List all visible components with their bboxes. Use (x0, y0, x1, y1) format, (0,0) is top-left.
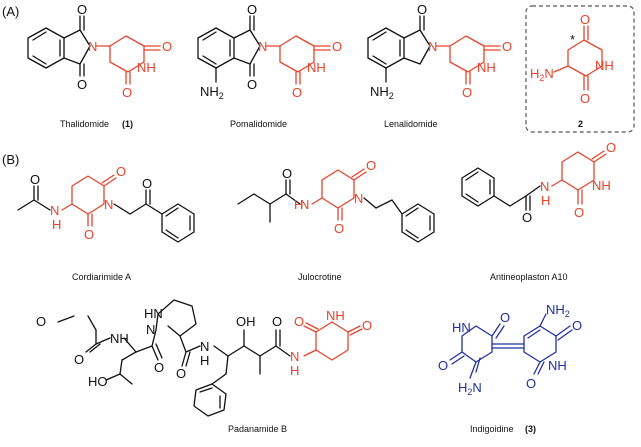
padanamide-structure (57, 299, 363, 417)
pad-o-red-left: O (294, 314, 304, 329)
indi-hn-left: HN (452, 320, 471, 335)
indi-o-top-left: O (500, 310, 510, 325)
julo-n-amide: N (300, 197, 309, 212)
label-pomalidomide: Pomalidomide (230, 119, 287, 129)
core-nh: NH (595, 58, 614, 73)
thal-o-low: O (122, 85, 132, 100)
lena-o-low: O (462, 85, 472, 100)
anti-o-bottom: O (574, 205, 584, 220)
lena-o-top: O (417, 2, 427, 17)
cord-n-amide: N (50, 203, 59, 218)
pad-oh: OH (236, 314, 256, 329)
lena-n: N (428, 39, 437, 54)
core-structure (553, 25, 603, 91)
julo-o-bottom: O (334, 221, 344, 236)
label-antineoplaston: Antineoplaston A10 (490, 272, 568, 282)
thal-n: N (88, 39, 97, 54)
cordiarimide-structure (17, 174, 195, 243)
julo-n-ring: N (354, 191, 363, 206)
cord-o-acetyl: O (30, 172, 40, 187)
thalidomide-structure (27, 15, 161, 85)
pad-n-red: N (290, 349, 299, 364)
antineoplaston-structure (461, 150, 607, 211)
poma-o-top: O (247, 2, 257, 17)
core-o-bottom: O (580, 91, 590, 106)
julo-o-top: O (366, 158, 376, 173)
indigoidine-structure (449, 313, 573, 379)
anti-n-amide: N (540, 179, 549, 194)
label-core-number: 2 (578, 119, 583, 129)
thal-o-right: O (162, 39, 172, 54)
core-h2n: H2N (530, 66, 554, 83)
poma-o-bottom: O (247, 77, 257, 92)
pad-o-acetyl: O (74, 352, 84, 367)
core-o-top: O (580, 12, 590, 27)
pad-h-amide: H (200, 353, 209, 368)
anti-nh: NH (592, 178, 611, 193)
label-cordiarimide: Cordiarimide A (72, 272, 131, 282)
core-stereo-star: * (570, 32, 575, 47)
pad-nh-1: NH (110, 331, 129, 346)
panel-label-b: (B) (2, 152, 19, 167)
cord-o-ketone: O (142, 176, 152, 191)
core-dashed-box (525, 5, 635, 133)
lena-o-right: O (502, 39, 512, 54)
pad-o-3: O (272, 314, 282, 329)
lena-nh: NH (477, 60, 496, 75)
anti-o-amide: O (522, 210, 532, 225)
pomalidomide-structure (197, 15, 331, 85)
pad-o-2: O (176, 366, 186, 381)
label-thalidomide: Thalidomide (60, 119, 109, 129)
thal-nh: NH (137, 60, 156, 75)
poma-nh: NH (307, 60, 326, 75)
indi-o-right: O (572, 318, 582, 333)
lenalidomide-structure (367, 15, 501, 85)
pad-ho: HO (88, 374, 108, 389)
pad-n-amide: N (200, 339, 209, 354)
thal-o-top: O (77, 2, 87, 17)
thal-o-bottom: O (77, 77, 87, 92)
pad-h-red: H (290, 363, 299, 378)
label-julocrotine: Julocrotine (298, 272, 342, 282)
indi-o-bottom: O (526, 376, 536, 391)
lena-nh2: NH2 (370, 84, 394, 101)
julo-h-amide: H (294, 197, 303, 212)
label-thalidomide-number: (1) (122, 119, 133, 129)
pad-o-methoxy: O (36, 314, 46, 329)
indi-o-left: O (438, 358, 448, 373)
pad-n-ring: N (146, 322, 155, 337)
label-indigoidine-number: (3) (525, 424, 536, 434)
label-lenalidomide: Lenalidomide (384, 119, 438, 129)
pad-hn-ring: HN (144, 306, 163, 321)
label-padanamide: Padanamide B (228, 424, 287, 434)
poma-nh2: NH2 (200, 84, 224, 101)
indi-h2n: H2N (458, 380, 482, 397)
cord-o-top: O (116, 164, 126, 179)
indi-nh-right: NH (548, 358, 567, 373)
anti-h-amide: H (541, 193, 550, 208)
anti-o-top: O (606, 140, 616, 155)
pad-nh-red: NH (326, 308, 345, 323)
julo-o-amide: O (282, 166, 292, 181)
poma-o-low: O (292, 85, 302, 100)
indi-nh2: NH2 (546, 302, 570, 319)
pad-o-1: O (154, 360, 164, 375)
pad-o-red-right: O (362, 318, 372, 333)
julocrotine-structure (237, 168, 435, 243)
cord-o-bottom: O (84, 227, 94, 242)
poma-n: N (258, 39, 267, 54)
cord-n-ring: N (104, 197, 113, 212)
label-indigoidine: Indigoidine (470, 424, 514, 434)
poma-o-right: O (332, 39, 342, 54)
cord-h-amide: H (52, 217, 61, 232)
panel-label-a: (A) (2, 4, 19, 19)
